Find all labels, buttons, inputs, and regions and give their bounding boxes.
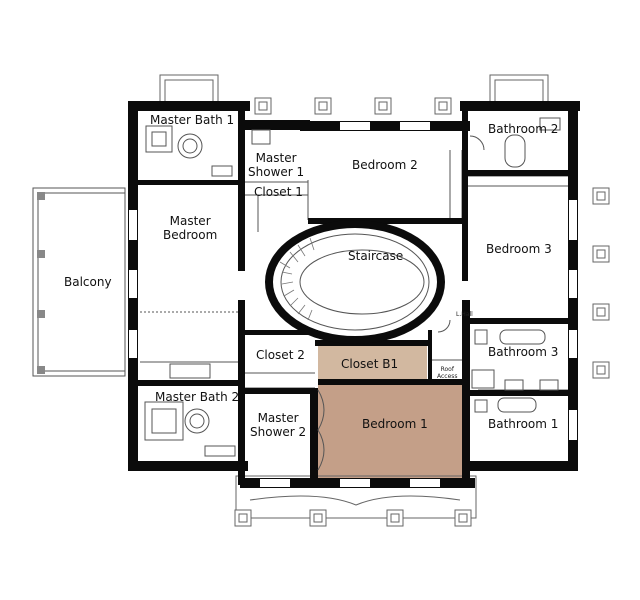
portico-top-left: [159, 74, 219, 106]
room-label-closet-b1: Closet B1: [341, 357, 399, 371]
closet-b1-highlight: [318, 346, 427, 379]
room-label-master-shower-2-line2: Shower 2: [250, 425, 307, 439]
portico-top-right: [489, 74, 549, 106]
room-label-staircase: Staircase: [348, 249, 404, 263]
fixtures: [144, 117, 561, 471]
room-label-master-bedroom-line2: Bedroom: [163, 228, 218, 242]
room-label-master-shower-2-line1: Master: [257, 411, 299, 425]
room-label-closet-2: Closet 2: [256, 348, 305, 362]
room-label-master-shower-1-line1: Master: [255, 151, 297, 165]
room-label-roof-access-line2: Access: [437, 373, 458, 380]
room-label-closet-1: Closet 1: [254, 185, 303, 199]
room-label-bathroom-1: Bathroom 1: [488, 417, 559, 431]
room-label-roof-access-line1: Roof: [440, 366, 454, 373]
room-label-roof-access: Roof Access: [437, 366, 458, 380]
room-label-bedroom-3: Bedroom 3: [486, 242, 552, 256]
balcony-railing: [32, 187, 126, 377]
window-marks: [129, 122, 577, 487]
pedestals: [234, 97, 610, 527]
room-label-master-shower-1: Master Shower 1: [248, 151, 304, 179]
room-label-bathroom-3: Bathroom 3: [488, 345, 559, 359]
room-label-master-bath-1: Master Bath 1: [150, 113, 235, 127]
bedroom-1-highlight: [318, 384, 468, 478]
room-label-master-bath-2: Master Bath 2: [155, 390, 240, 404]
staircase-oval: [265, 220, 445, 344]
bottom-terrace: [235, 475, 477, 519]
room-label-master-bedroom: Master Bedroom: [163, 214, 217, 242]
room-label-master-bedroom-line1: Master: [169, 214, 211, 228]
room-label-bathroom-2: Bathroom 2: [488, 122, 559, 136]
room-label-hall: L.Hall: [456, 311, 473, 318]
room-label-balcony: Balcony: [64, 275, 112, 289]
room-label-master-shower-1-line2: Shower 1: [248, 165, 305, 179]
room-label-master-shower-2: Master Shower 2: [250, 411, 306, 439]
balcony-posts: [37, 192, 45, 374]
room-label-bedroom-1: Bedroom 1: [362, 417, 428, 431]
room-label-bedroom-2: Bedroom 2: [352, 158, 418, 172]
